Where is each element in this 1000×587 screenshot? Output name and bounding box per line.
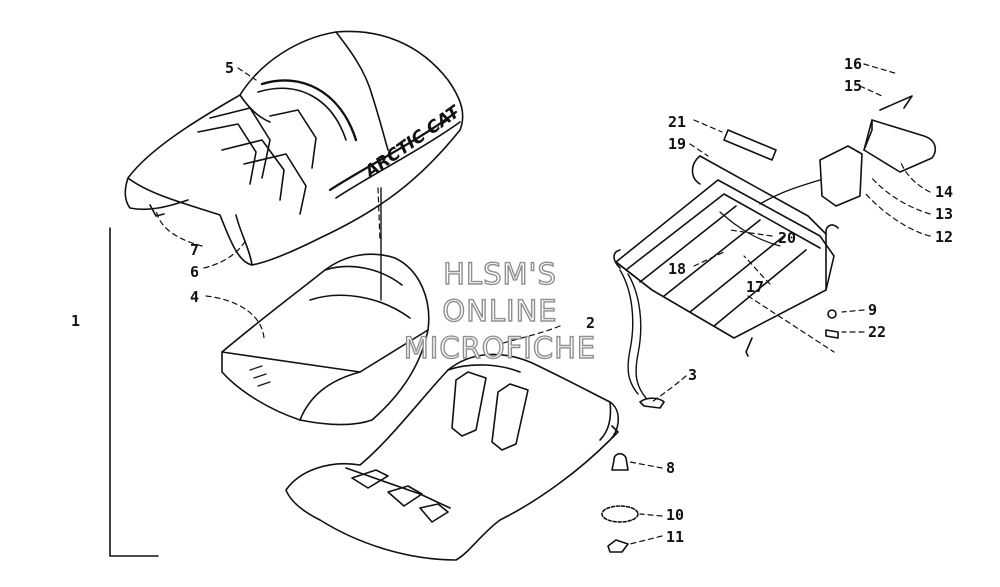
callout-2: 2 [586,314,596,332]
callout-3: 3 [688,366,698,384]
seat-cover [124,30,464,266]
part-11 [607,539,629,553]
part-9 [827,309,837,319]
callout-6: 6 [190,263,200,281]
callout-18: 18 [668,260,687,278]
callout-16: 16 [844,55,863,73]
leader-lines [155,63,931,545]
seat-foam [221,253,430,426]
callout-13: 13 [935,205,954,223]
callout-15: 15 [844,77,863,95]
callout-12: 12 [935,228,954,246]
callout-9: 9 [868,301,878,319]
callout-10: 10 [666,506,685,524]
callout-22: 22 [868,323,887,341]
watermark-line-3: MICROFICHE [403,331,597,365]
part-22 [825,329,839,339]
rack [613,155,839,399]
callout-8: 8 [666,459,676,477]
taillight [819,95,937,207]
part-8 [611,452,629,471]
watermark-line-2: ONLINE [442,294,558,328]
part-10 [601,505,639,523]
assembly-bracket [109,227,159,557]
callout-19: 19 [668,135,687,153]
callout-5: 5 [225,59,235,77]
callout-1: 1 [71,312,81,330]
callout-4: 4 [190,288,200,306]
seat-pan [285,353,620,561]
part-3 [639,397,665,409]
callout-17: 17 [746,278,765,296]
callout-7: 7 [190,241,200,259]
watermark-line-1: HLSM'S [442,257,557,291]
callout-14: 14 [935,183,954,201]
plate-21 [723,129,777,161]
callout-20: 20 [778,229,797,247]
callout-11: 11 [666,528,685,546]
callout-21: 21 [668,113,687,131]
